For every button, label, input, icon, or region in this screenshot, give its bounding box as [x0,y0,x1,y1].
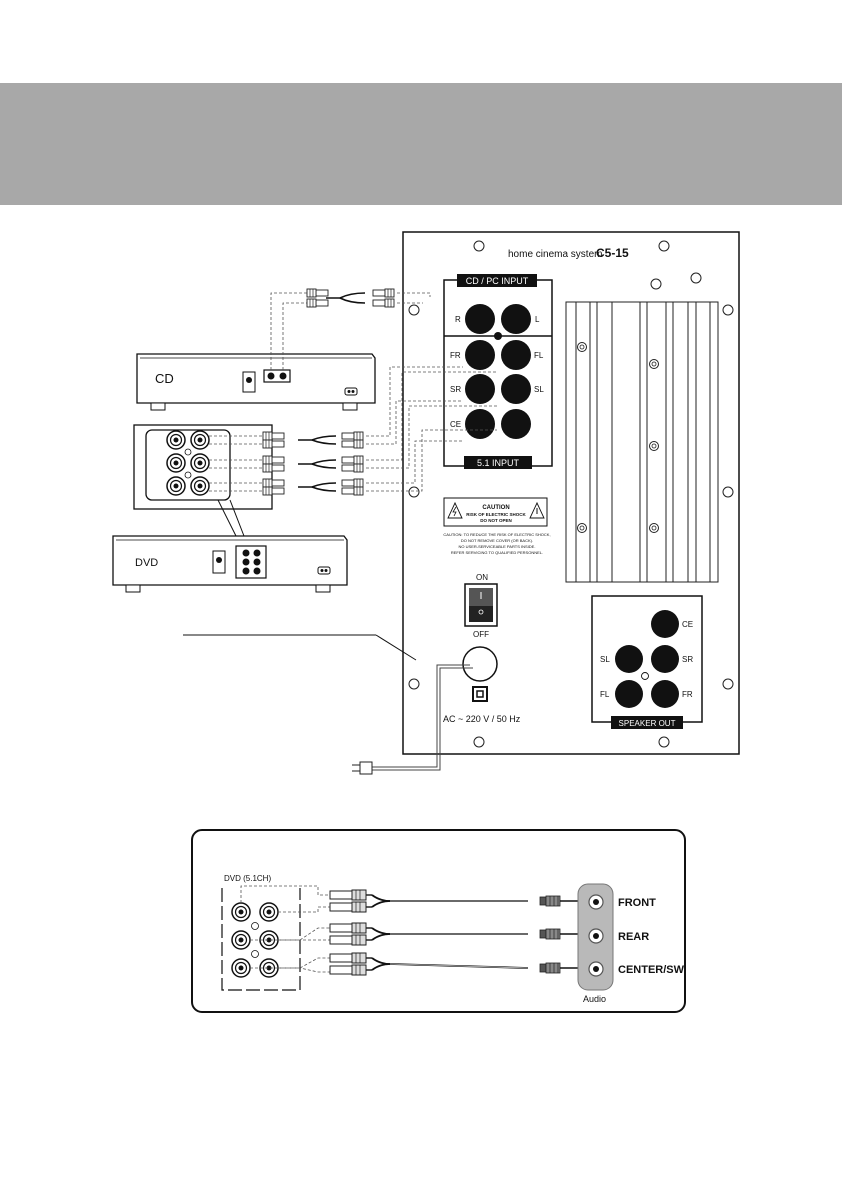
jack-ce[interactable] [465,409,495,439]
jack-fl-label: FL [534,351,544,360]
jack-fr[interactable] [465,340,495,370]
power-socket: AC ~ 220 V / 50 Hz [443,646,521,724]
dvd-jack-zoom [133,424,273,537]
spk-fl-label: FL [600,690,610,699]
front-label: FRONT [618,897,656,909]
jack-sl[interactable] [501,374,531,404]
lower-dashed-cables [240,885,330,973]
cd-pc-input-label: CD / PC INPUT [466,276,529,286]
jack-sr-label: SR [450,385,461,394]
spk-fr-label: FR [682,690,693,699]
audio-label: Audio [583,994,606,1004]
dvd-player: DVD [112,535,348,593]
dvd-cable-wires [298,435,337,492]
caution-text-3: NO USER-SERVICEABLE PARTS INSIDE. [459,544,536,549]
heatsink [565,301,719,583]
dvd-label: DVD [135,557,158,569]
caution-line1: RISK OF ELECTRIC SHOCK [466,512,526,517]
spk-sl-label: SL [600,655,610,664]
power-cord [352,664,473,775]
header-band [0,83,842,205]
caution-title: CAUTION [482,505,509,511]
rear-label: REAR [618,931,649,943]
jack-fl[interactable] [501,340,531,370]
switch-off-label: OFF [473,630,489,639]
audio-input-panel: Audio FRONT REAR CENTER/SW [577,883,685,1004]
callout-line-diagonal [375,634,417,661]
jack-l[interactable] [501,304,531,334]
center-sw-label: CENTER/SW [618,964,685,976]
model-name: C5-15 [596,246,629,260]
cd-label: CD [155,371,174,386]
lightning-warning-icon [447,501,463,519]
lower-dvd-label: DVD (5.1CH) [224,874,271,883]
jack-fr-label: FR [450,351,461,360]
lower-diagram: DVD (5.1CH) [191,829,686,1013]
speaker-sr-terminal[interactable] [651,645,679,673]
caution-label: CAUTION RISK OF ELECTRIC SHOCK DO NOT OP… [443,497,551,555]
model-prefix: home cinema system [508,249,602,260]
spk-ce-label: CE [682,620,693,629]
double-insulation-icon [472,686,488,702]
jack-r-label: R [455,315,461,324]
jack-r[interactable] [465,304,495,334]
speaker-out-box: SPEAKER OUT CE SL SR FL FR [591,595,703,729]
jack-l-label: L [535,315,540,324]
cd-player: CD [136,353,376,411]
speaker-ce-terminal[interactable] [651,610,679,638]
speaker-sl-terminal[interactable] [615,645,643,673]
jack-ce-label: CE [450,420,461,429]
speaker-fl-terminal[interactable] [615,680,643,708]
cd-cable [270,292,431,370]
lower-cable-wires [371,894,529,971]
jack-sr[interactable] [465,374,495,404]
caution-text-4: REFER SERVICING TO QUALIFIED PERSONNEL. [451,550,543,555]
caution-text-1: CAUTION: TO REDUCE THE RISK OF ELECTRIC … [443,532,550,537]
caution-text-2: DO NOT REMOVE COVER (OR BACK). [461,538,533,543]
jack-sl-label: SL [534,385,544,394]
speaker-out-label: SPEAKER OUT [619,719,676,728]
jack-sw[interactable] [501,409,531,439]
switch-on-label: ON [476,573,488,582]
caution-line2: DO NOT OPEN [480,518,512,523]
input-51-label: 5.1 INPUT [477,458,520,468]
speaker-fr-terminal[interactable] [651,680,679,708]
power-switch[interactable]: ON OFF [464,573,498,639]
power-rating-label: AC ~ 220 V / 50 Hz [443,714,521,724]
dvd-cables [209,366,497,492]
input-jack-box: CD / PC INPUT 5.1 INPUT R L FR FL SR SL … [443,274,553,469]
spk-sr-label: SR [682,655,693,664]
